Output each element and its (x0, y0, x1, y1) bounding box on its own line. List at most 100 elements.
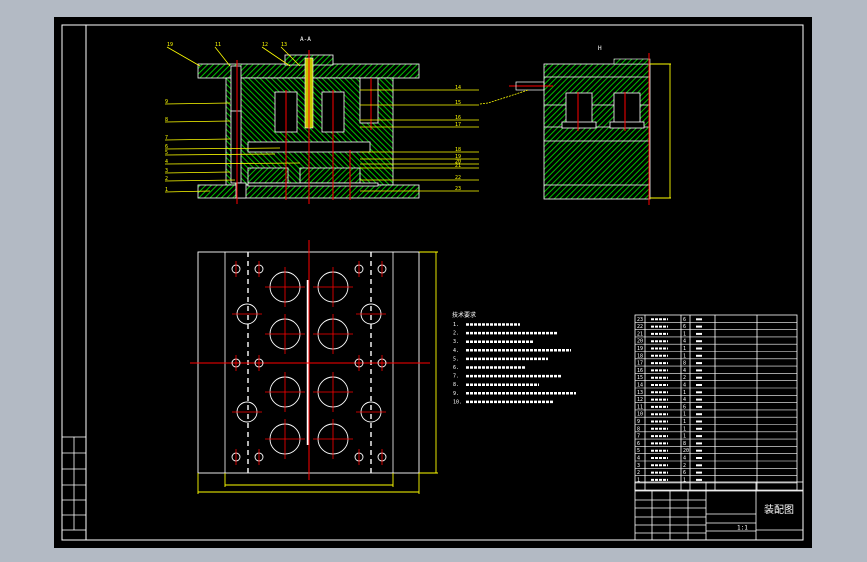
part-number: 17 (637, 361, 643, 367)
part-number: 10 (637, 412, 643, 418)
plan-view[interactable] (190, 240, 438, 494)
part-quantity: 8 (683, 441, 686, 447)
callout-label: 9 (165, 99, 168, 105)
callout-label: 21 (455, 163, 461, 169)
part-number: 15 (637, 375, 643, 381)
part-quantity: 1 (683, 412, 686, 418)
callout-label: 6 (165, 144, 168, 150)
leader-lines (164, 46, 479, 193)
callout-label: 1 (165, 187, 168, 193)
note-line: 3. (453, 339, 459, 345)
note-line: 5. (453, 356, 459, 362)
side-section-view[interactable]: H (479, 45, 671, 205)
drawing-title: 装配图 (764, 503, 794, 516)
note-line: 9. (453, 391, 459, 397)
side-view-label: H (598, 45, 602, 52)
note-line: 6. (453, 365, 459, 371)
callout-label: 15 (455, 100, 461, 106)
side-mold-body (543, 63, 651, 200)
plan-features (231, 261, 387, 465)
callout-label: 14 (455, 85, 461, 91)
technical-notes: 技术要求 1. 2. 3. 4. 5. 6. 7. 8. 9. 10. (452, 311, 576, 405)
part-number: 3 (637, 463, 640, 469)
callout-label: 13 (281, 42, 287, 48)
part-quantity: 2 (683, 463, 686, 469)
part-number: 22 (637, 324, 643, 330)
callout-label: 20 (455, 159, 461, 165)
note-line: 8. (453, 382, 459, 388)
margin-stamp-boxes (61, 436, 87, 531)
part-quantity: 1 (683, 390, 686, 396)
centerlines (236, 50, 372, 204)
callout-label: 3 (165, 168, 168, 174)
part-number: 8 (637, 426, 640, 432)
part-quantity: 6 (683, 470, 686, 476)
note-line: 4. (453, 348, 459, 354)
callout-label: 11 (215, 42, 221, 48)
part-quantity: 1 (683, 426, 686, 432)
drawing-scale: 1:1 (737, 525, 748, 532)
part-quantity: 1 (683, 434, 686, 440)
part-quantity: 1 (683, 477, 686, 483)
part-number: 14 (637, 383, 643, 389)
title-block (634, 481, 804, 541)
side-locating-ring (613, 58, 651, 65)
part-number: 18 (637, 353, 643, 359)
part-number: 21 (637, 331, 643, 337)
part-number: 16 (637, 368, 643, 374)
part-quantity: 4 (683, 368, 686, 374)
part-quantity: 6 (683, 324, 686, 330)
callout-label: 4 (165, 159, 168, 165)
part-quantity: 2 (683, 375, 686, 381)
part-quantity: 6 (683, 317, 686, 323)
part-number: 9 (637, 419, 640, 425)
part-number: 5 (637, 448, 640, 454)
cooling-nozzle (515, 81, 545, 91)
part-quantity: 20 (683, 448, 689, 454)
callout-label: 12 (262, 42, 268, 48)
part-quantity: 8 (683, 361, 686, 367)
part-quantity: 4 (683, 397, 686, 403)
callout-label: 2 (165, 176, 168, 182)
part-quantity: 4 (683, 383, 686, 389)
part-quantity: 6 (683, 404, 686, 410)
note-line: 10. (453, 399, 462, 405)
callout-label: 8 (165, 117, 168, 123)
part-quantity: 4 (683, 456, 686, 462)
note-line: 2. (453, 331, 459, 337)
side-cavities (561, 92, 645, 129)
part-number: 1 (637, 477, 640, 483)
part-number: 7 (637, 434, 640, 440)
callout-label: 18 (455, 147, 461, 153)
part-number: 6 (637, 441, 640, 447)
part-number: 4 (637, 456, 640, 462)
part-number: 2 (637, 470, 640, 476)
notes-heading: 技术要求 (452, 311, 476, 319)
callout-label: 23 (455, 186, 461, 192)
model-space (54, 17, 812, 548)
part-number: 20 (637, 339, 643, 345)
part-quantity: 1 (683, 419, 686, 425)
callout-label: 17 (455, 122, 461, 128)
note-line: 7. (453, 374, 459, 380)
part-quantity: 4 (683, 339, 686, 345)
section-label: A-A (300, 36, 311, 43)
part-quantity: 1 (683, 331, 686, 337)
callout-label: 7 (165, 135, 168, 141)
part-number: 13 (637, 390, 643, 396)
note-line: 1. (453, 322, 459, 328)
callout-label: 22 (455, 175, 461, 181)
callout-label: 19 (167, 42, 173, 48)
side-leader (479, 89, 529, 105)
side-height-dimension (650, 63, 671, 199)
plan-dimensions (197, 251, 438, 494)
part-number: 12 (637, 397, 643, 403)
part-number: 19 (637, 346, 643, 352)
part-quantity: 1 (683, 353, 686, 359)
callout-label: 16 (455, 115, 461, 121)
